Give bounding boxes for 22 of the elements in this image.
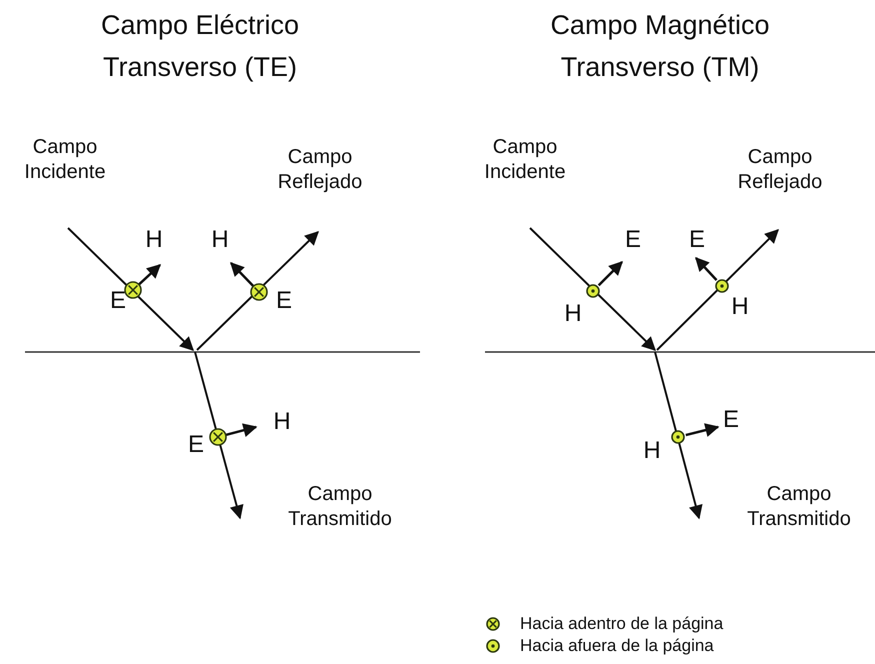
field-label: H [563, 299, 583, 329]
legend-text: Hacia afuera de la página [520, 635, 714, 656]
ray-label: Campo Reflejado [736, 145, 824, 195]
field-label: E [108, 286, 127, 316]
panel-title: Campo Eléctrico Transverso (TE) [100, 9, 300, 84]
field-label: E [722, 405, 740, 435]
panel-title: Campo Magnético Transverso (TM) [549, 9, 771, 84]
legend-text: Hacia adentro de la página [520, 613, 724, 634]
ray-label: Campo Transmitido [746, 482, 852, 532]
ray-label: Campo Incidente [483, 135, 567, 185]
field-label: H [144, 225, 164, 255]
field-label: E [688, 225, 706, 255]
ray-label: Campo Transmitido [287, 482, 393, 532]
ray-label: Campo Reflejado [276, 145, 364, 195]
field-label: H [210, 225, 230, 255]
field-label: E [274, 286, 293, 316]
field-label: E [186, 430, 205, 460]
ray-label: Campo Incidente [23, 135, 107, 185]
field-label: H [730, 292, 750, 322]
field-label: E [624, 225, 642, 255]
field-label: H [642, 436, 662, 466]
field-label: H [272, 407, 292, 437]
